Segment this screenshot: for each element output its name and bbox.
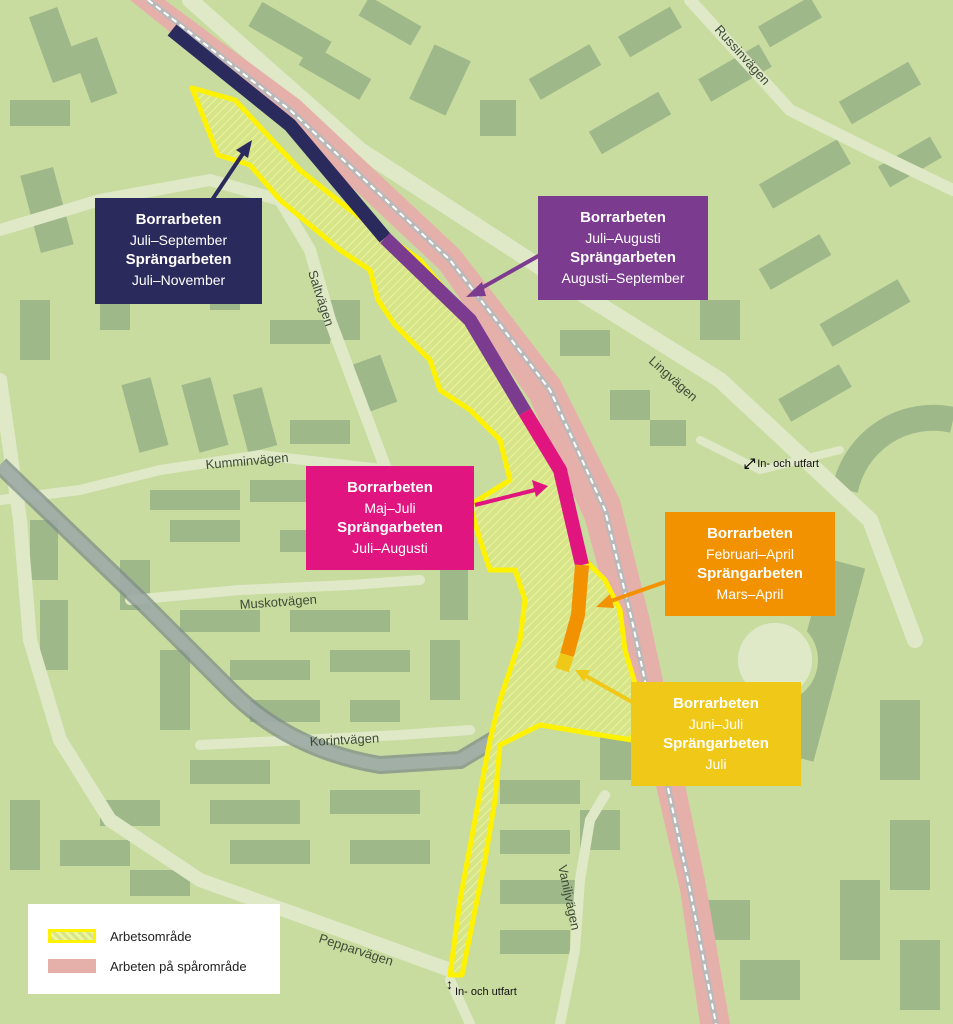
entrance-south: ↕ In- och utfart (446, 970, 517, 998)
rail-works-area (130, 0, 730, 1024)
phase-orange-blast-period: Mars–April (716, 586, 784, 602)
ring-building (832, 404, 953, 493)
phase-purple-blast-title: Sprängarbeten (570, 249, 676, 266)
phase-navy-drill-period: Juli–September (129, 232, 228, 248)
diagonal-double-arrow-icon: ⤢ (744, 455, 756, 471)
phase-yellow-blast-period: Juli (705, 756, 727, 772)
phase-navy-blast-period: Juli–November (131, 272, 226, 288)
phase-magenta-blast-period: Juli–Augusti (352, 540, 428, 556)
legend-swatch-track-works (48, 959, 96, 973)
road-label-kumminvagen: Kumminvägen (205, 450, 289, 472)
segment-magenta (519, 408, 589, 567)
phase-box-yellow: Borrarbeten Juni–Juli Sprängarbeten Juli (631, 682, 801, 786)
phase-yellow-drill-title: Borrarbeten (673, 695, 759, 712)
legend-label-work-area: Arbetsområde (110, 928, 192, 944)
phase-navy-blast-title: Sprängarbeten (125, 251, 232, 268)
road-label-muskotvagen: Muskotvägen (239, 592, 317, 612)
phase-magenta-drill-title: Borrarbeten (347, 479, 433, 496)
phase-box-purple: Borrarbeten Juli–Augusti Sprängarbeten A… (538, 196, 708, 300)
legend-row-track-works: Arbeten på spårområde (48, 956, 247, 976)
map-legend: Arbetsområde Arbeten på spårområde (28, 904, 280, 994)
phase-box-orange: Borrarbeten Februari–April Sprängarbeten… (665, 512, 835, 616)
entrance-east-label: In- och utfart (757, 457, 819, 470)
phase-yellow-drill-period: Juni–Juli (688, 716, 744, 732)
segment-yellow (555, 652, 574, 673)
phase-yellow-blast-title: Sprängarbeten (663, 735, 769, 752)
phase-purple-drill-title: Borrarbeten (580, 209, 666, 226)
phase-box-navy: Borrarbeten Juli–September Sprängarbeten… (95, 198, 262, 304)
segment-navy (167, 24, 391, 243)
segment-orange (560, 564, 589, 657)
entrance-south-label: In- och utfart (455, 986, 517, 998)
road-label-korintvagen: Korintvägen (309, 730, 379, 749)
phase-orange-drill-title: Borrarbeten (707, 525, 793, 542)
legend-row-work-area: Arbetsområde (48, 926, 192, 946)
phase-magenta-blast-title: Sprängarbeten (337, 519, 443, 536)
phase-purple-drill-period: Juli–Augusti (585, 230, 661, 246)
phase-navy-drill-title: Borrarbeten (135, 211, 222, 228)
callout-arrows (210, 140, 666, 704)
entrance-east: ⤢ In- och utfart (744, 455, 819, 472)
legend-swatch-work-area (48, 929, 96, 943)
phase-orange-drill-period: Februari–April (706, 546, 794, 562)
phase-box-magenta: Borrarbeten Maj–Juli Sprängarbeten Juli–… (306, 466, 474, 570)
legend-label-track-works: Arbeten på spårområde (110, 958, 247, 974)
buildings (10, 0, 942, 1010)
vertical-double-arrow-icon: ↕ (446, 976, 453, 992)
phase-magenta-drill-period: Maj–Juli (364, 500, 416, 516)
phase-orange-blast-title: Sprängarbeten (697, 565, 803, 582)
segment-purple (380, 232, 532, 416)
phase-purple-blast-period: Augusti–September (561, 270, 685, 286)
